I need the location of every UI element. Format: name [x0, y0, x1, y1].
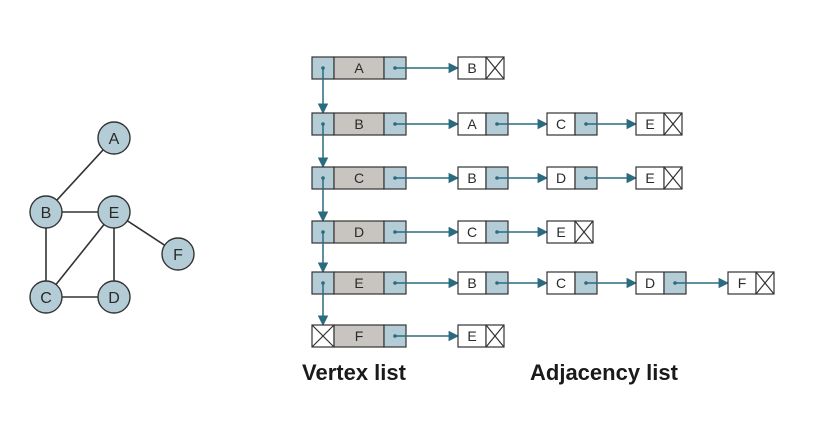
vertex-label: F — [355, 328, 364, 344]
adjacency-node-label: F — [738, 275, 747, 291]
adjacency-node-label: E — [645, 170, 654, 186]
adjacency-node-label: C — [467, 224, 477, 240]
graph-node-f: F — [161, 237, 195, 271]
graph-edge-c-e — [55, 223, 105, 286]
vertex-label: B — [354, 116, 363, 132]
adjacency-node-d-c: C — [457, 220, 509, 244]
adjacency-node-label: C — [556, 275, 566, 291]
vertex-row-b: B — [311, 112, 407, 136]
graph-node-b: B — [29, 195, 63, 229]
adjacency-list-caption: Adjacency list — [530, 360, 678, 385]
vertex-label: C — [354, 170, 364, 186]
graph-edge-e-f — [126, 220, 166, 246]
vertex-row-e: E — [311, 271, 407, 295]
graph-edge-a-b — [56, 149, 104, 201]
adjacency-node-c-d: D — [546, 166, 598, 190]
adjacency-list-structure: A B B A C E C B D E D C E E B C D F F E — [311, 56, 775, 348]
adjacency-node-label: E — [645, 116, 654, 132]
graph-node-label: B — [41, 205, 52, 222]
vertex-label: E — [354, 275, 363, 291]
adjacency-node-label: D — [645, 275, 655, 291]
adjacency-node-d-e: E — [546, 220, 594, 244]
vertex-row-c: C — [311, 166, 407, 190]
adjacency-node-label: D — [556, 170, 566, 186]
vertex-row-f: F — [311, 324, 407, 348]
vertex-row-a: A — [311, 56, 407, 80]
adjacency-node-label: E — [556, 224, 565, 240]
vertex-label: A — [354, 60, 364, 76]
adjacency-node-b-e: E — [635, 112, 683, 136]
adjacency-node-label: B — [467, 60, 476, 76]
graph-node-label: F — [173, 247, 183, 264]
adjacency-node-b-a: A — [457, 112, 509, 136]
adjacency-node-a-b: B — [457, 56, 505, 80]
adjacency-node-label: B — [467, 170, 476, 186]
vertex-row-d: D — [311, 220, 407, 244]
adjacency-node-label: B — [467, 275, 476, 291]
vertex-label: D — [354, 224, 364, 240]
graph-node-d: D — [97, 280, 131, 314]
adjacency-node-label: A — [467, 116, 477, 132]
graph-node-e: E — [97, 195, 131, 229]
graph-node-label: E — [109, 205, 120, 222]
adjacency-node-e-f: F — [727, 271, 775, 295]
graph-node-a: A — [97, 121, 131, 155]
adjacency-node-label: C — [556, 116, 566, 132]
graph-node-label: A — [109, 131, 120, 148]
graph-node-label: C — [40, 290, 52, 307]
adjacency-node-label: E — [467, 328, 476, 344]
vertex-list-caption: Vertex list — [302, 360, 406, 385]
graph-drawing: A B C D E F — [29, 121, 195, 314]
adjacency-node-f-e: E — [457, 324, 505, 348]
adjacency-node-c-e: E — [635, 166, 683, 190]
graph-node-label: D — [108, 290, 120, 307]
graph-node-c: C — [29, 280, 63, 314]
